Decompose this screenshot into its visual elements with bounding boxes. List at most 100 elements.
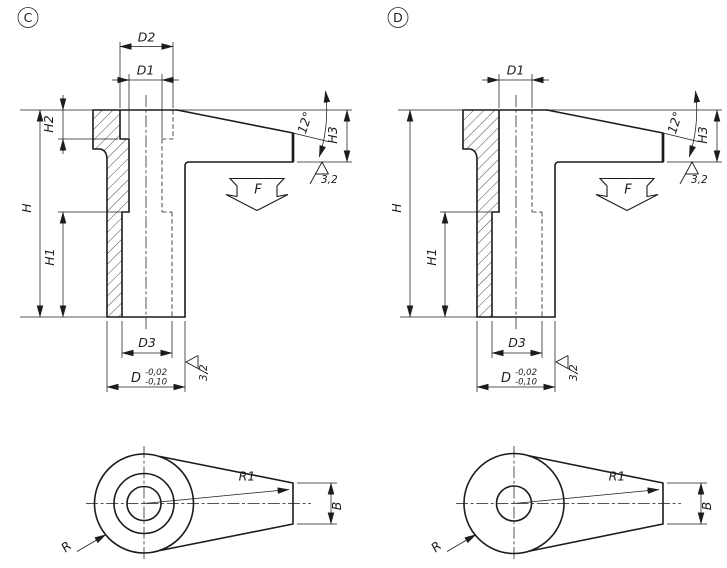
bottom-view-d: R1 R B: [428, 446, 714, 561]
surface-finish-stem-d: 3,2: [555, 355, 580, 381]
bore-section-edges-c: [119, 109, 130, 318]
dimension-d1-c: D1: [112, 63, 179, 138]
d-extension-lines-d: [476, 321, 556, 392]
surface-finish-stem-value-c: 3,2: [198, 364, 210, 381]
surface-finish-arm-d: 3,2: [679, 161, 708, 186]
dimension-h-c: H: [19, 109, 44, 318]
variant-d-badge-label: D: [393, 10, 403, 25]
h-label-c: H: [19, 203, 34, 213]
force-label-d: F: [624, 183, 632, 198]
dimension-d3-d: D3: [491, 321, 543, 358]
force-arrow-shape-c: [225, 177, 289, 212]
hole-circle-d: [495, 485, 533, 522]
h1-label-c: H1: [42, 248, 57, 265]
variant-c-badge-label: C: [24, 10, 33, 25]
h3-label-d: H3: [695, 126, 710, 143]
d-tolerance-upper-d: -0,02: [515, 368, 537, 378]
dimension-d2-c: D2: [119, 30, 174, 108]
dimension-h1-d: H1: [424, 211, 449, 318]
variant-c-badge: C: [17, 7, 39, 28]
d1-label-d: D1: [507, 63, 525, 78]
surface-finish-arm-value-c: 3,2: [321, 174, 338, 186]
dimension-r1-d: R1: [513, 469, 660, 504]
arm-underside-and-stem-d: [554, 161, 664, 318]
dimension-d1-d: D1: [482, 63, 549, 108]
dimension-r1-c: R1: [143, 469, 290, 504]
d1-label-c: D1: [137, 63, 155, 78]
hidden-bore-lines-d: [531, 110, 543, 317]
d-tolerance-upper-c: -0,02: [145, 368, 167, 378]
d-tolerance-lower-d: -0,10: [515, 378, 537, 388]
hole-circle-c: [126, 485, 162, 522]
variant-d-badge: D: [387, 7, 409, 28]
bore-section-edges-d: [491, 109, 500, 318]
d2-label-c: D2: [138, 30, 156, 45]
surface-finish-stem-c: 3,2: [185, 355, 210, 381]
surface-finish-arm-c: 3,2: [309, 161, 338, 186]
dimension-b-d: B: [667, 482, 714, 525]
hub-left-outline-d: [462, 109, 478, 318]
dimension-angle-c: 12°: [294, 90, 331, 158]
force-arrow-shape-d: [595, 177, 659, 212]
counterbore-circle-c: [113, 472, 175, 535]
surface-finish-arm-symbol-c: [309, 161, 329, 185]
dimension-h3-c: H3: [325, 109, 351, 163]
lever-arm-outline-d: [529, 455, 664, 552]
d-label-d: D: [501, 371, 511, 386]
dimension-h2-c: H2: [41, 95, 67, 154]
d-extension-lines-c: [106, 321, 186, 392]
dimension-d-c: D -0,02 -0,10: [106, 321, 186, 392]
lever-arm-outline-c: [159, 455, 294, 552]
dimension-r-d: R: [428, 534, 477, 555]
variant-c: C: [17, 7, 352, 561]
variant-c-badge-circle: [17, 7, 39, 28]
h3-label-c: H3: [325, 126, 340, 143]
arm-taper-edge-d: [546, 109, 664, 134]
force-arrow-d: F: [595, 177, 659, 212]
h1-label-d: H1: [424, 248, 439, 265]
r-leader-d: [446, 534, 477, 552]
angle-label-c: 12°: [294, 110, 315, 136]
b-label-d: B: [699, 502, 714, 511]
angle-label-d: 12°: [664, 110, 685, 136]
dimension-d3-c: D3: [121, 321, 173, 358]
d3-label-d: D3: [508, 335, 526, 350]
r-leader-c: [76, 534, 107, 552]
cam-outer-circle-c: [93, 453, 195, 554]
hidden-bore-lines-c: [161, 110, 174, 317]
section-view-c: [20, 95, 352, 331]
r-label-d: R: [428, 538, 444, 555]
d3-label-c: D3: [138, 335, 156, 350]
r1-label-d: R1: [609, 469, 626, 484]
d-tolerance-lower-c: -0,10: [145, 378, 167, 388]
force-label-c: F: [254, 183, 262, 198]
b-label-c: B: [329, 502, 344, 511]
section-hatch-d: [463, 110, 499, 317]
arm-taper-edge-c: [176, 109, 294, 134]
d2-extension-lines-c: [119, 42, 174, 108]
dimensions-c: D2 D1 H H2 H1: [19, 30, 351, 392]
arm-underside-and-stem-c: [184, 161, 294, 318]
d1-extension-lines-d: [498, 74, 533, 108]
dimension-h-d: H: [389, 109, 414, 318]
surface-finish-arm-value-d: 3,2: [691, 174, 708, 186]
h2-label-c: H2: [41, 115, 56, 132]
r-label-c: R: [58, 538, 74, 555]
surface-finish-stem-symbol-c: [185, 355, 209, 375]
variant-d: D D1: [387, 7, 722, 561]
d-label-c: D: [131, 371, 141, 386]
dimension-h1-c: H1: [42, 211, 67, 318]
surface-finish-stem-symbol-d: [555, 355, 579, 375]
section-hatch-c: [93, 110, 129, 317]
angle-arc-d: [688, 90, 701, 158]
r1-leader-c: [143, 487, 290, 504]
cam-outer-circle-d: [463, 452, 565, 555]
dimension-r-c: R: [58, 534, 107, 555]
r1-leader-d: [513, 487, 660, 504]
bottom-view-c: R1 R B: [58, 446, 344, 561]
r1-label-c: R1: [239, 469, 256, 484]
h-label-d: H: [389, 203, 404, 213]
surface-finish-stem-value-d: 3,2: [568, 364, 580, 381]
